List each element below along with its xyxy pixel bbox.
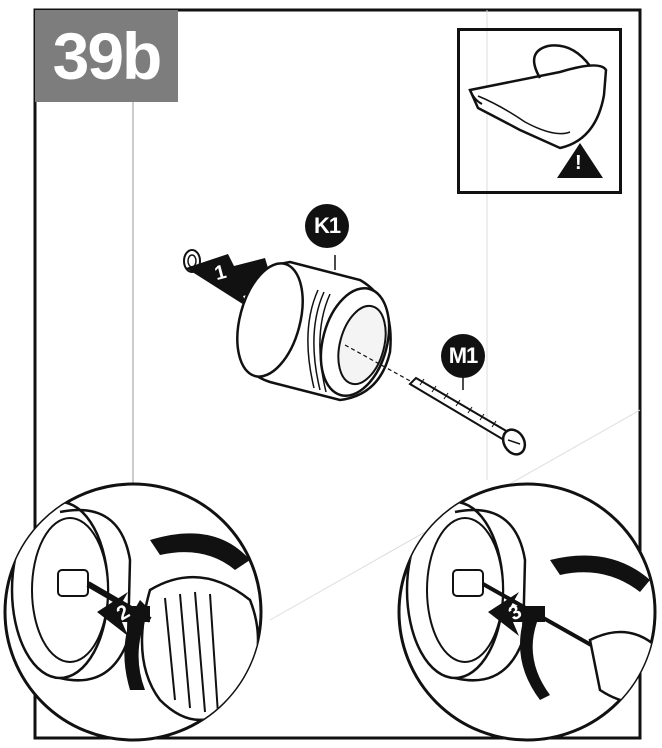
detail-circle-step-3: [399, 484, 662, 740]
step-number-badge: 39b: [35, 10, 178, 102]
part-label-k1: K1: [305, 204, 349, 248]
screw-m1: [410, 378, 529, 458]
part-label-m1: M1: [441, 334, 485, 378]
safety-warning-box: [457, 28, 622, 194]
detail-circle-step-2: [5, 484, 261, 740]
